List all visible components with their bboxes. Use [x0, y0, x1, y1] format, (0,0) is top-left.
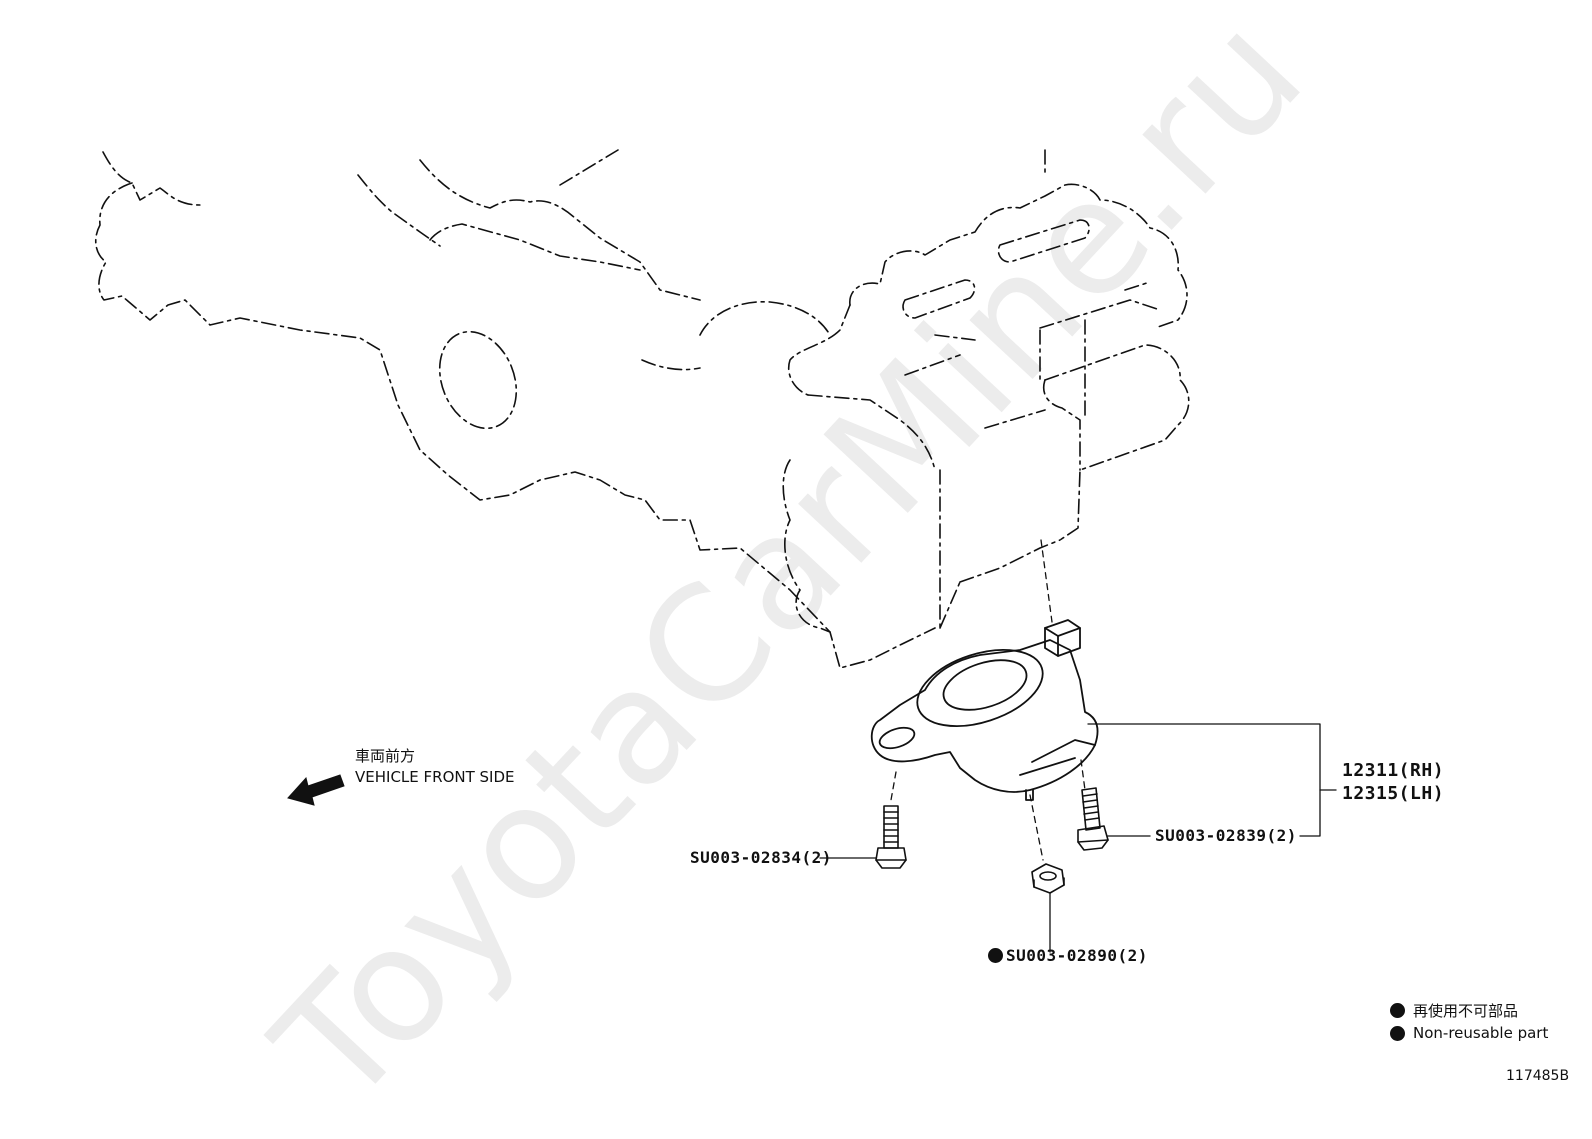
legend-dot-icon [1390, 1025, 1405, 1041]
bolt-right [1077, 787, 1109, 851]
engine-mount-bracket [870, 619, 1099, 801]
direction-label-en: VEHICLE FRONT SIDE [355, 768, 515, 786]
nut-part [1031, 863, 1065, 894]
bolt-left [875, 805, 907, 869]
diagram-canvas: ToyotaCarMine.ru [94, 0, 1570, 1139]
engine-outline [94, 149, 1190, 669]
engine-mount-illustration [94, 149, 1337, 953]
non-reusable-marker-icon [988, 948, 1003, 963]
legend-text-en: Non-reusable part [1413, 1024, 1549, 1042]
front-direction-arrow [287, 774, 345, 806]
legend-text-jp: 再使用不可部品 [1413, 1002, 1519, 1020]
figure-id: 117485B [1506, 1068, 1570, 1084]
part-number-mount-rh: 12311(RH) [1342, 760, 1445, 781]
legend-row-jp: 再使用不可部品 [1390, 1000, 1518, 1021]
part-number-bolt-left: SU003-02834(2) [690, 848, 832, 867]
part-number-nut-group: SU003-02890(2) [988, 946, 1148, 965]
legend-row-en: Non-reusable part [1390, 1024, 1548, 1042]
part-number-mount-lh: 12315(LH) [1342, 783, 1445, 804]
legend-dot-icon [1390, 1003, 1405, 1018]
alignment-lines [890, 539, 1086, 861]
part-number-bolt-right: SU003-02839(2) [1155, 826, 1297, 845]
leader-lines [819, 723, 1337, 953]
direction-label-jp: 車両前方 [355, 747, 416, 765]
part-number-nut: SU003-02890(2) [1006, 946, 1148, 965]
